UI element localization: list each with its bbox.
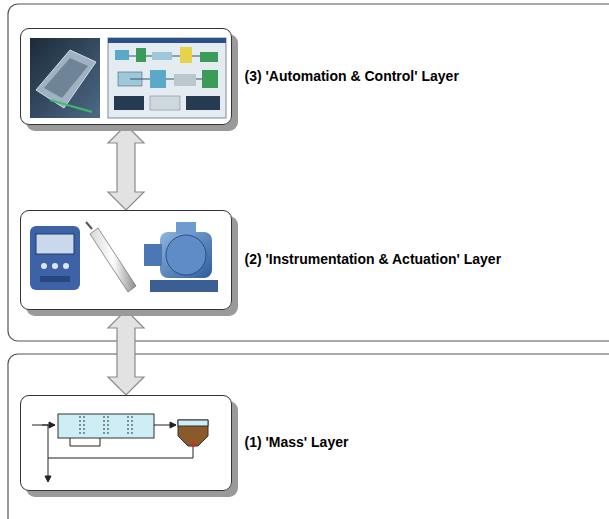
process-scheme xyxy=(32,414,208,482)
group-outline xyxy=(8,4,609,341)
probe-picture xyxy=(86,222,136,292)
plc-picture xyxy=(30,38,100,118)
layer-label: (2) 'Instrumentation & Actuation' Layer xyxy=(245,251,502,268)
double-arrow xyxy=(108,310,144,395)
pump-picture xyxy=(144,222,218,292)
scada-screen xyxy=(108,38,226,118)
analyser-picture xyxy=(30,226,80,290)
layer-label: (1) 'Mass' Layer xyxy=(245,434,349,451)
layer-box: (1) 'Mass' Layer xyxy=(20,395,232,491)
layer-box: (2) 'Instrumentation & Actuation' Layer xyxy=(20,210,232,310)
group-outline xyxy=(8,354,609,519)
layer-label: (3) 'Automation & Control' Layer xyxy=(245,68,459,85)
double-arrow xyxy=(108,125,144,210)
layer-box: (3) 'Automation & Control' Layer xyxy=(20,28,232,125)
